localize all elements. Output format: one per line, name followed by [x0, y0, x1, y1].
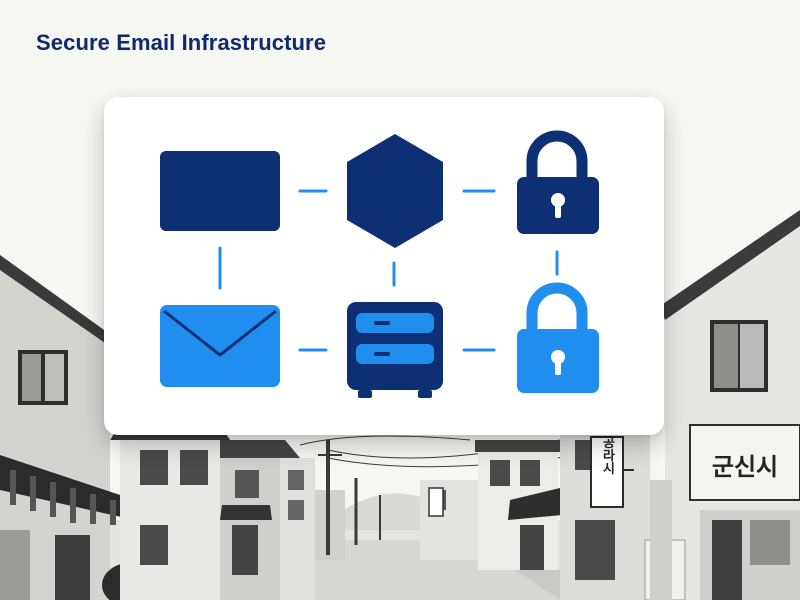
- left-building: [0, 255, 158, 600]
- sign-text-horizontal: 군신시: [712, 453, 778, 481]
- right-building: [644, 210, 800, 600]
- network-diagram: [160, 130, 599, 398]
- blue-envelope-icon: [160, 305, 280, 387]
- left-mid-buildings: [110, 430, 345, 600]
- connectors: [218, 189, 559, 352]
- diagram-card: [104, 97, 664, 435]
- navy-hexagon-icon: [347, 134, 443, 248]
- blue-padlock-icon: [517, 282, 599, 393]
- vertical-sign-left: [428, 487, 444, 517]
- vertical-sign-right: [590, 436, 634, 508]
- server-icon: [347, 302, 443, 398]
- navy-padlock-icon: [517, 130, 599, 234]
- navy-rectangle-icon: [160, 151, 280, 231]
- sign-text-vertical: 공라시: [600, 436, 615, 476]
- page-title: Secure Email Infrastructure: [36, 30, 327, 55]
